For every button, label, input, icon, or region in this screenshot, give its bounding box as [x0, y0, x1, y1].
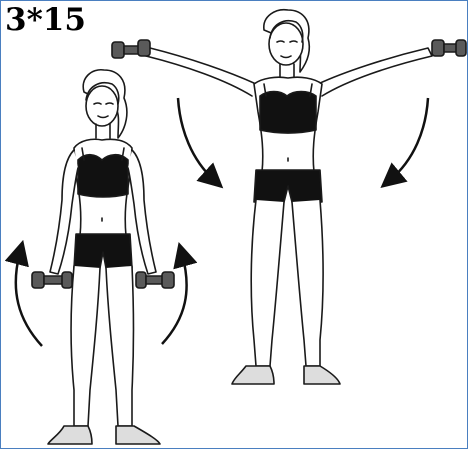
dumbbell-left [112, 40, 150, 58]
dumbbell-right [136, 272, 174, 288]
shoe-right [116, 426, 160, 444]
shoe-left [48, 426, 92, 444]
figure-raised-position [112, 10, 466, 384]
shoe-left [232, 366, 274, 384]
shoe-right [304, 366, 340, 384]
arrow-up-right [162, 254, 187, 344]
shorts [254, 170, 322, 202]
dumbbell-right [432, 40, 466, 56]
shorts [74, 234, 132, 268]
figure-start-position [32, 70, 174, 444]
sports-bra [260, 92, 316, 134]
dumbbell-left [32, 272, 72, 288]
sports-bra [78, 155, 128, 197]
arrow-down-right [390, 98, 428, 180]
arrow-down-left [178, 98, 214, 180]
arrow-up-left [16, 252, 42, 346]
